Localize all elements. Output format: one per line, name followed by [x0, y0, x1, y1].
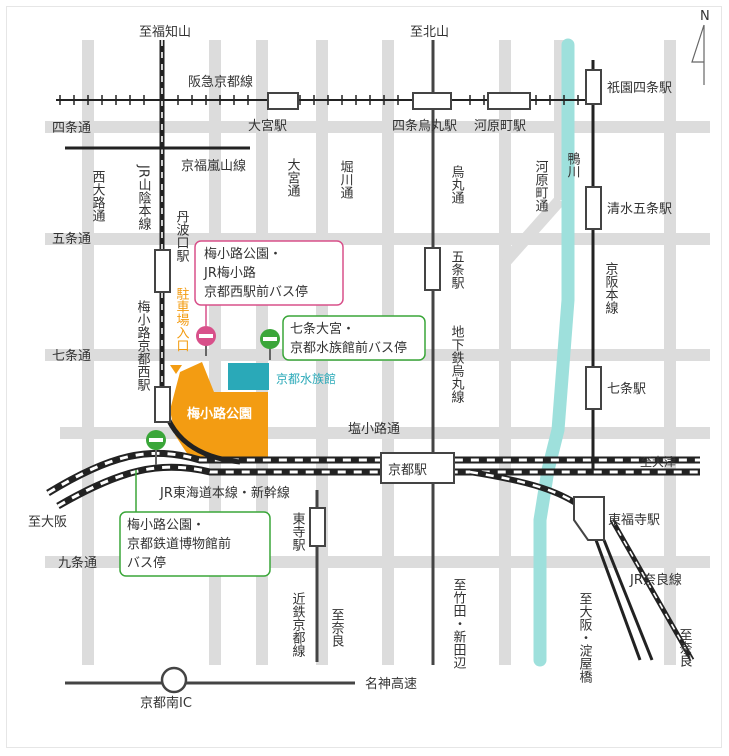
- tambaguchi-station-box[interactable]: [154, 249, 171, 293]
- north-label: N: [700, 9, 710, 24]
- bus-stop-green-bottom-line2: 京都鉄道博物館前: [127, 536, 231, 552]
- bus-stop-green-top-line2: 京都水族館前バス停: [290, 340, 407, 356]
- kawaramachi-station-label[interactable]: 河原町駅: [474, 119, 526, 134]
- parking-entrance-label: 駐車場入口: [174, 287, 190, 352]
- umekoji-park-area: [170, 362, 268, 458]
- kyoto-station-box[interactable]: [380, 452, 455, 484]
- bus-stop-pink-line3: 京都西駅前バス停: [204, 284, 308, 300]
- gion-shijo-station-label[interactable]: 祇園四条駅: [607, 80, 672, 96]
- dir-osaka-yodoyabashi: 至大阪・淀屋橋: [577, 592, 593, 684]
- bus-stop-green-top-line1: 七条大宮・: [290, 321, 355, 337]
- shiokoji-dori-label: 塩小路通: [348, 421, 400, 437]
- dir-fukuchiyama: 至福知山: [139, 24, 191, 40]
- shijo-dori-label: 四条通: [52, 120, 91, 136]
- kintetsu-line-label: 近鉄京都線: [290, 592, 306, 657]
- tambaguchi-station-label[interactable]: 丹波口駅: [174, 210, 190, 263]
- gojo-station-box[interactable]: [424, 247, 441, 291]
- map-frame: [6, 6, 722, 748]
- kiyomizu-gojo-station-label[interactable]: 清水五条駅: [607, 201, 672, 217]
- bus-stop-green-bottom[interactable]: 梅小路公園・ 京都鉄道博物館前 バス停: [119, 430, 271, 577]
- jr-tokaido-label: JR東海道本線・新幹線: [159, 485, 290, 501]
- karasuma-dori-label: 烏丸通: [449, 164, 465, 204]
- north-arrow-icon: [691, 24, 705, 85]
- shijo-karasuma-station-box[interactable]: [412, 92, 452, 110]
- kamogawa-label: 鴨川: [565, 152, 581, 178]
- kyoto-minami-ic-marker: [160, 666, 188, 694]
- tofukuji-station-label[interactable]: 東福寺駅: [608, 512, 660, 528]
- kiyomizu-gojo-station-box[interactable]: [585, 186, 602, 230]
- bus-stop-pink[interactable]: 梅小路公園・ JR梅小路 京都西駅前バス停: [194, 240, 344, 356]
- shichijo-dori-label: 七条通: [52, 348, 91, 364]
- horikawa-dori-label: 堀川通: [338, 160, 354, 199]
- jr-sanin-line-label: JR山陰本線: [136, 164, 152, 230]
- kujo-dori-label: 九条通: [58, 555, 97, 571]
- umekoji-kyotonishi-station-label[interactable]: 梅小路京都西駅: [135, 300, 151, 392]
- dir-otsu: 至大津: [640, 455, 676, 469]
- kyoto-station-label[interactable]: 京都駅: [388, 463, 427, 478]
- dir-takeda: 至竹田・新田辺: [451, 578, 467, 669]
- dir-kitayama: 至北山: [410, 25, 449, 40]
- gojo-station-label[interactable]: 五条駅: [449, 250, 465, 290]
- kawaramachi-diagonal: [500, 196, 565, 266]
- kawaramachi-station-box[interactable]: [487, 92, 531, 110]
- subway-line-label: 地下鉄烏丸線: [449, 325, 465, 403]
- parking-arrow-icon: [170, 365, 182, 374]
- keihan-line-label: 京阪本線: [603, 262, 619, 314]
- kyoto-minami-ic-label: 京都南IC: [140, 695, 192, 711]
- toji-station-label[interactable]: 東寺駅: [290, 511, 306, 552]
- bus-stop-green-top[interactable]: 七条大宮・ 京都水族館前バス停: [260, 315, 426, 361]
- dir-osaka: 至大阪: [28, 515, 67, 530]
- shichijo-station-box[interactable]: [585, 366, 602, 410]
- umekoji-park-label[interactable]: 梅小路公園: [187, 406, 252, 422]
- omiya-station-box[interactable]: [267, 92, 299, 110]
- shichijo-station-label[interactable]: 七条駅: [607, 381, 646, 397]
- bus-stop-green-bottom-line1: 梅小路公園・: [127, 517, 205, 533]
- jr-nara-line-label: JR奈良線: [629, 572, 682, 588]
- nishioji-dori-label: 西大路通: [90, 170, 106, 222]
- shijo-karasuma-station-label[interactable]: 四条烏丸駅: [392, 118, 457, 134]
- kamo-river: [533, 38, 575, 667]
- bus-stop-green-bottom-line3: バス停: [127, 555, 166, 571]
- meishin-label: 名神高速: [365, 676, 417, 692]
- kyoto-aquarium-area: [228, 363, 269, 390]
- toji-station-box[interactable]: [309, 507, 326, 547]
- jr-nara-line: [594, 539, 642, 661]
- gojo-dori-label: 五条通: [52, 231, 91, 247]
- dir-nara-east: 至奈良: [677, 628, 693, 667]
- gion-shijo-station-box[interactable]: [585, 69, 602, 105]
- bus-stop-pink-line1: 梅小路公園・: [204, 246, 282, 262]
- dir-nara-kintetsu: 至奈良: [329, 608, 345, 647]
- kyoto-aquarium-label[interactable]: 京都水族館: [276, 371, 336, 386]
- hankyu-line-label: 阪急京都線: [188, 74, 253, 90]
- randen-line-label: 京福嵐山線: [181, 158, 246, 174]
- kawaramachi-dori-label: 河原町通: [533, 160, 549, 212]
- omiya-dori-label: 大宮通: [285, 158, 301, 197]
- tofukuji-station-box[interactable]: [573, 496, 605, 541]
- omiya-station-label[interactable]: 大宮駅: [248, 118, 287, 134]
- bus-stop-pink-line2: JR梅小路: [203, 265, 256, 281]
- umekoji-kyotonishi-station-box[interactable]: [154, 386, 171, 423]
